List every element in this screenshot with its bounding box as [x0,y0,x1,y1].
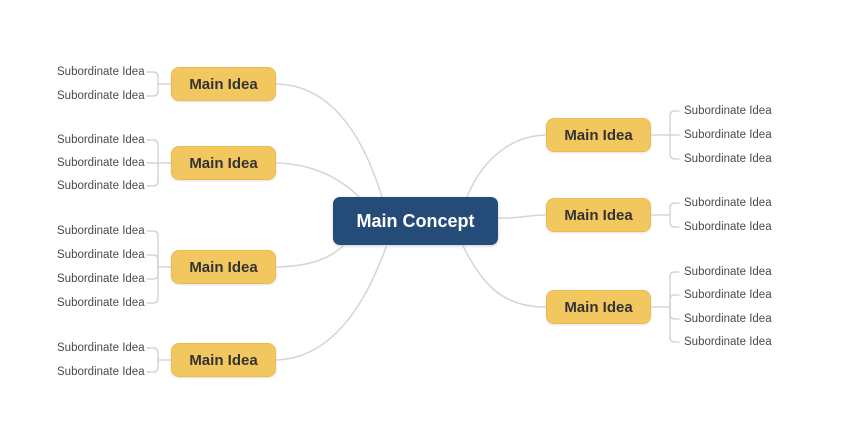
subordinate-idea-label[interactable]: Subordinate Idea [57,180,145,192]
subordinate-idea-label[interactable]: Subordinate Idea [57,297,145,309]
connector-line [146,71,159,85]
connector-line [146,359,159,373]
connector-line [146,347,159,361]
subordinate-idea-label[interactable]: Subordinate Idea [57,366,145,378]
connector-line [669,271,680,308]
subordinate-elbows [146,71,680,373]
subordinate-idea-label[interactable]: Subordinate Idea [57,90,145,102]
connector-line [669,306,680,320]
connector-line [462,245,546,308]
subordinate-idea-label[interactable]: Subordinate Idea [684,289,772,301]
main-idea-label: Main Idea [564,206,633,224]
connector-line [497,214,546,219]
main-idea-node[interactable]: Main Idea [171,67,276,101]
subordinate-idea-label[interactable]: Subordinate Idea [684,221,772,233]
main-idea-node[interactable]: Main Idea [171,250,276,284]
central-topic-node[interactable]: Main Concept [333,197,498,245]
connector-line [669,202,680,216]
connector-line [146,83,159,97]
connector-line [276,245,344,268]
subordinate-idea-label[interactable]: Subordinate Idea [57,225,145,237]
main-idea-node[interactable]: Main Idea [546,198,651,232]
connector-line [669,214,680,228]
main-idea-label: Main Idea [189,258,258,276]
subordinate-idea-label[interactable]: Subordinate Idea [684,153,772,165]
subordinate-idea-label[interactable]: Subordinate Idea [684,266,772,278]
subordinate-idea-label[interactable]: Subordinate Idea [684,313,772,325]
subordinate-idea-label[interactable]: Subordinate Idea [57,342,145,354]
main-idea-label: Main Idea [564,298,633,316]
connector-line [146,266,159,280]
connector-line [146,230,159,268]
main-idea-label: Main Idea [189,75,258,93]
subordinate-idea-label[interactable]: Subordinate Idea [684,336,772,348]
main-idea-label: Main Idea [189,154,258,172]
main-idea-label: Main Idea [189,351,258,369]
central-topic-label: Main Concept [356,210,475,231]
subordinate-idea-label[interactable]: Subordinate Idea [684,105,772,117]
connector-line [276,162,360,198]
subordinate-idea-label[interactable]: Subordinate Idea [57,157,145,169]
connector-line [669,306,680,343]
main-idea-label: Main Idea [564,126,633,144]
connector-line [669,294,680,308]
main-idea-node[interactable]: Main Idea [546,290,651,324]
connector-line [276,246,387,361]
connector-line [669,134,680,160]
connector-line [146,162,159,187]
connector-line [669,110,680,136]
subordinate-idea-label[interactable]: Subordinate Idea [684,129,772,141]
main-idea-node[interactable]: Main Idea [171,343,276,377]
branch-curves [276,83,546,361]
subordinate-idea-label[interactable]: Subordinate Idea [57,249,145,261]
connector-line [466,134,546,198]
subordinate-idea-label[interactable]: Subordinate Idea [57,134,145,146]
connector-line [146,254,159,268]
connector-line [146,266,159,304]
connector-line [276,83,383,198]
connector-line [146,139,159,164]
main-idea-node[interactable]: Main Idea [171,146,276,180]
subordinate-idea-label[interactable]: Subordinate Idea [57,66,145,78]
main-idea-node[interactable]: Main Idea [546,118,651,152]
subordinate-idea-label[interactable]: Subordinate Idea [57,273,145,285]
subordinate-idea-label[interactable]: Subordinate Idea [684,197,772,209]
